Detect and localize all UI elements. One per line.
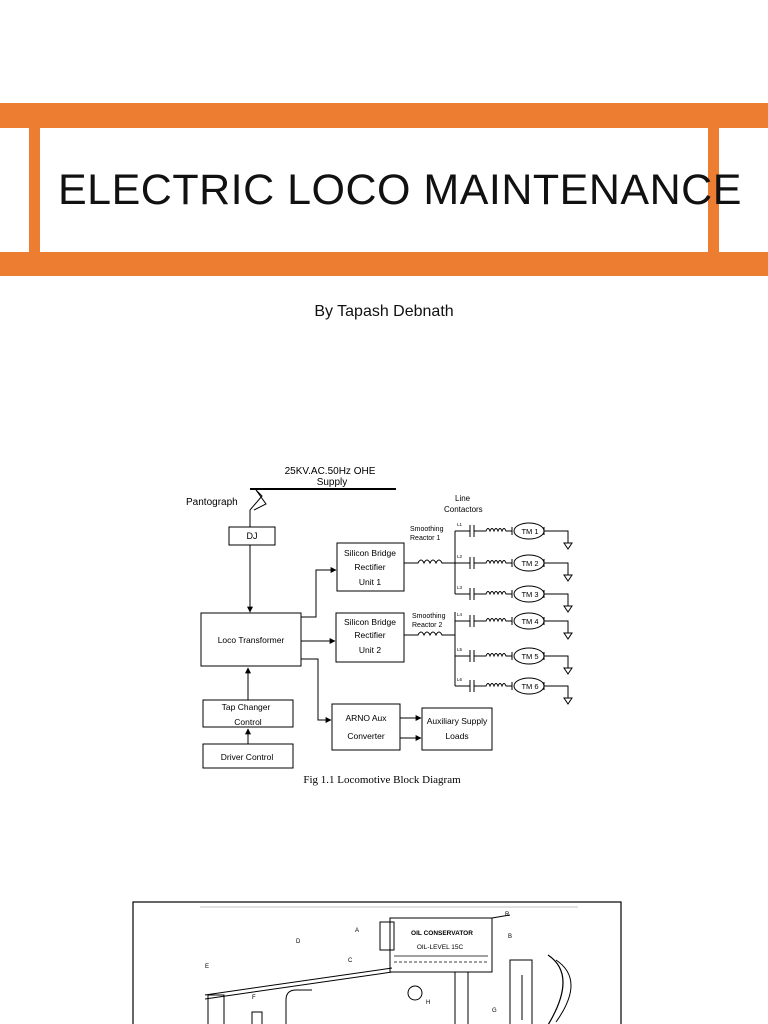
sketch-callout-letter: D (296, 939, 301, 945)
rectifier-2-label-c: Unit 2 (359, 645, 381, 655)
rectifier-unit-1-block: Silicon Bridge Rectifier Unit 1 (336, 542, 405, 592)
rectifier-1-label-b: Rectifier (354, 562, 385, 572)
pantograph-label: Pantograph (186, 497, 238, 508)
supply-label-2: Supply (317, 477, 348, 488)
sketch-callout-letter: B (508, 934, 512, 940)
conservator-label: OIL CONSERVATOR (411, 930, 473, 937)
motor-label: TM 3 (521, 590, 538, 599)
tap-changer-block: Tap Changer Control (202, 699, 294, 728)
transformer-sketch: OIL CONSERVATOR OIL-LEVEL 15C A B C D E F G H R (132, 901, 622, 1024)
ground-icon (563, 605, 573, 613)
motor-branch-6: L6 TM 6 (455, 677, 573, 705)
motor-label: TM 2 (521, 559, 538, 568)
motor-branch-5: L5 TM 5 (455, 647, 573, 675)
smoothing-reactor-2-label-b: Reactor 2 (412, 622, 442, 629)
loco-transformer-label: Loco Transformer (218, 635, 285, 645)
smoothing-reactor-2-label-a: Smoothing (412, 613, 446, 620)
motor-label: TM 6 (521, 682, 538, 691)
arno-label-a: ARNO Aux (345, 713, 387, 723)
contactor-label: L2 (457, 554, 463, 559)
ground-icon (563, 667, 573, 675)
motor-branch-4: L4 TM 4 (455, 612, 573, 640)
contactor-label: L5 (457, 647, 463, 652)
diagram-caption: Fig 1.1 Locomotive Block Diagram (303, 774, 461, 786)
rectifier-unit-2-block: Silicon Bridge Rectifier Unit 2 (335, 612, 405, 663)
driver-control-block: Driver Control (202, 743, 294, 769)
arno-label-b: Converter (347, 731, 384, 741)
sketch-callout-letter: R (505, 912, 510, 918)
author-byline: By Tapash Debnath (314, 303, 454, 320)
sketch-callout-letter: G (492, 1008, 497, 1014)
sketch-callout-letter: E (205, 964, 209, 970)
rectifier-2-label-b: Rectifier (354, 630, 385, 640)
contactor-label: L3 (457, 585, 463, 590)
aux-loads-label-a: Auxiliary Supply (427, 716, 488, 726)
ohe-supply: 25KV.AC.50Hz OHE Supply (250, 466, 396, 490)
motor-branch-3: L3 TM 3 (455, 585, 573, 613)
ground-icon (563, 697, 573, 705)
rectifier-1-label-c: Unit 1 (359, 577, 381, 587)
smoothing-reactor-1-label-a: Smoothing (410, 526, 444, 533)
contactor-label: L4 (457, 612, 463, 617)
ground-icon (563, 632, 573, 640)
sketch-callout-letter: A (355, 928, 359, 934)
arno-converter-block: ARNO Aux Converter (331, 703, 401, 751)
line-contactors-label-1: Line (455, 494, 471, 503)
tap-changer-label-a: Tap Changer (222, 702, 271, 712)
contactor-label: L6 (457, 677, 463, 682)
header-top-bar (0, 103, 768, 128)
supply-label-1: 25KV.AC.50Hz OHE (285, 466, 376, 477)
header-right-post (708, 128, 719, 252)
header-bottom-bar (0, 252, 768, 276)
motor-label: TM 5 (521, 652, 538, 661)
contactor-label: L1 (457, 522, 463, 527)
rectifier-2-label-a: Silicon Bridge (344, 617, 396, 627)
slide-title: ELECTRIC LOCO MAINTENANCE (58, 166, 742, 214)
motor-label: TM 1 (521, 527, 538, 536)
loco-transformer-block: Loco Transformer (200, 612, 302, 667)
motor-branch-1: L1 TM 1 (455, 522, 573, 550)
aux-loads-label-b: Loads (445, 731, 468, 741)
oil-level-label: OIL-LEVEL 15C (417, 944, 464, 951)
ground-icon (563, 542, 573, 550)
traction-motor-branches: L1 TM 1 L2 TM 2 L3 TM 3 L4 TM 4 L5 TM 5 L6 TM 6 (455, 522, 573, 705)
tap-changer-label-b: Control (234, 717, 262, 727)
rectifier-1-label-a: Silicon Bridge (344, 548, 396, 558)
pantograph: Pantograph (186, 489, 267, 527)
dj-block: DJ (228, 526, 276, 613)
motor-branch-2: L2 TM 2 (455, 554, 573, 582)
smoothing-reactor-1-label-b: Reactor 1 (410, 535, 440, 542)
dj-label: DJ (247, 531, 258, 541)
sketch-callout-letter: F (252, 995, 256, 1001)
ground-icon (563, 574, 573, 582)
line-contactors-label-2: Contactors (444, 505, 483, 514)
sketch-callout-letter: H (426, 1000, 430, 1006)
driver-control-label: Driver Control (221, 752, 274, 762)
header-left-post (29, 128, 40, 252)
sketch-callout-letter: C (348, 958, 353, 964)
auxiliary-loads-block: Auxiliary Supply Loads (421, 707, 493, 751)
motor-label: TM 4 (521, 617, 538, 626)
